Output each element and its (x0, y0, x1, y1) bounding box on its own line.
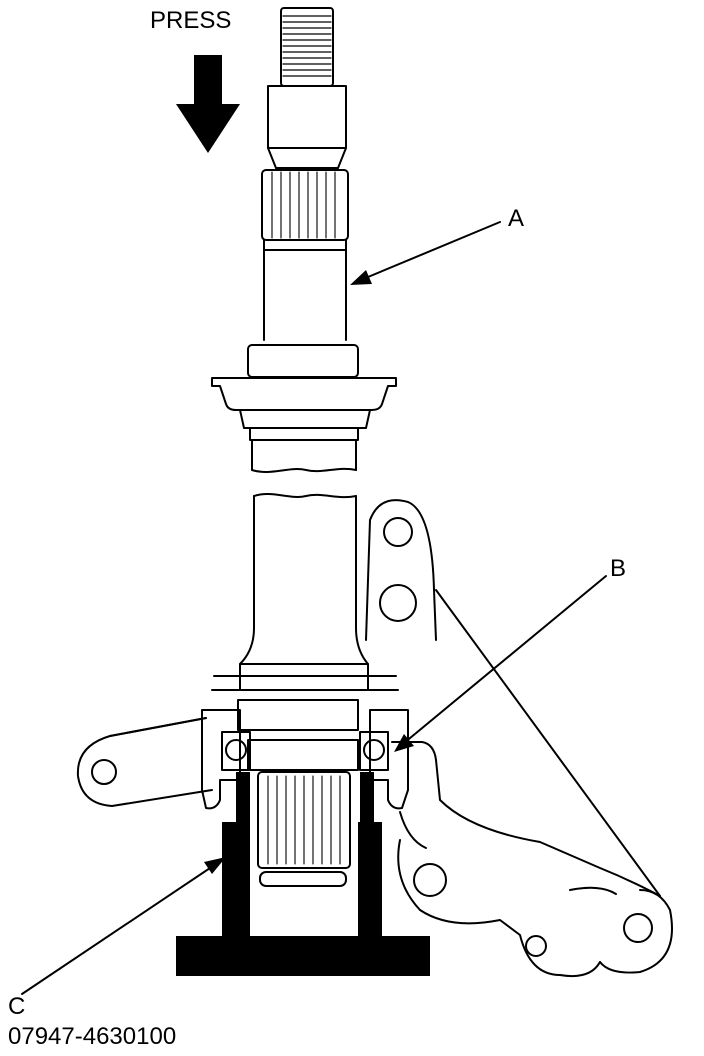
driveshaft (211, 7, 397, 473)
callout-b-label: B (610, 555, 626, 582)
spline-lines (271, 171, 336, 239)
tool-number: 07947-4630100 (8, 1023, 176, 1050)
press-arrow-icon (176, 55, 240, 153)
hub-bearing (221, 731, 389, 771)
callout-a-leader (350, 221, 501, 285)
callout-c-leader (21, 857, 226, 995)
press-label: PRESS (150, 7, 231, 34)
driveshaft-lower (239, 493, 369, 665)
support-tool (176, 772, 430, 976)
callout-b-leader (394, 575, 607, 752)
hub-spline (257, 771, 351, 887)
thread-lines (282, 15, 332, 77)
steering-knuckle (76, 499, 673, 978)
callout-a-label: A (508, 205, 524, 232)
callout-c-label: C (8, 993, 25, 1020)
